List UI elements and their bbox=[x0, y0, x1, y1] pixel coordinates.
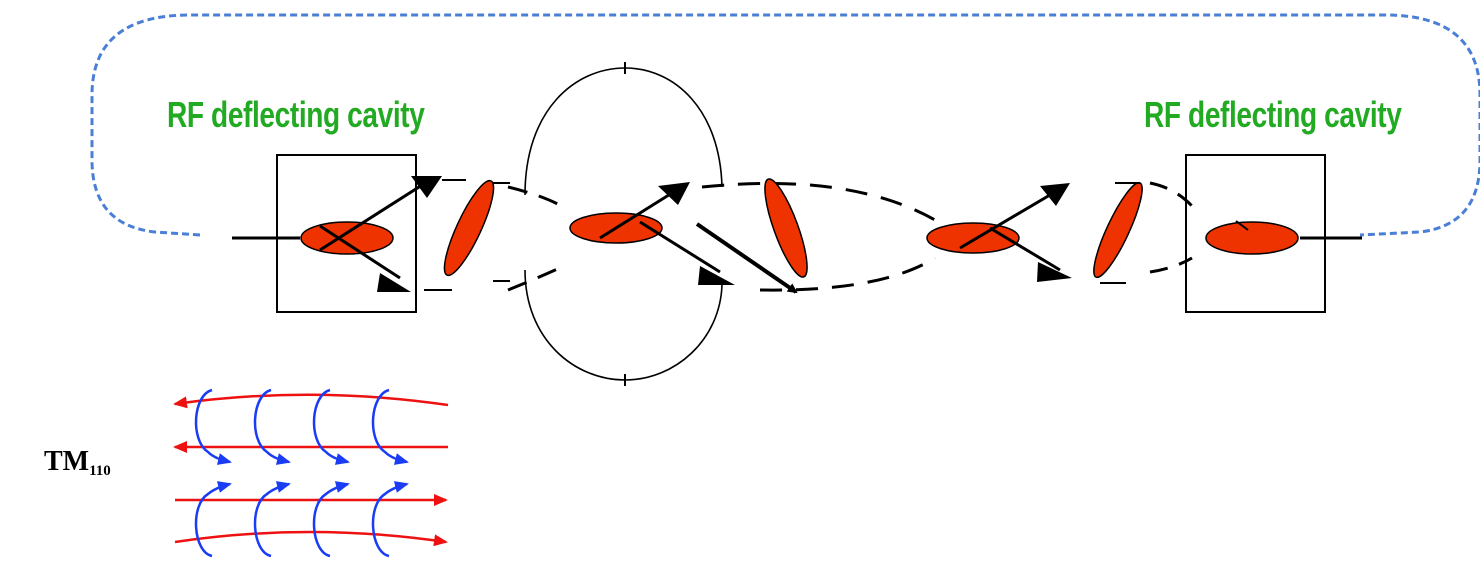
trajectory-lower-right bbox=[759, 256, 936, 292]
kick-arrow-up-5 bbox=[959, 190, 1056, 250]
cavity-box-right bbox=[1185, 154, 1326, 313]
kick-arrowhead-up-1 bbox=[411, 176, 442, 198]
kick-arrow-down-1 bbox=[319, 224, 401, 280]
cavity-label-left: RF deflecting cavity bbox=[167, 94, 425, 135]
field-line-red bbox=[173, 393, 449, 409]
field-loop-blue bbox=[312, 388, 350, 465]
mode-label-subscript: 110 bbox=[89, 463, 111, 479]
kick-arrowhead-down-5 bbox=[1037, 262, 1072, 282]
field-loop-blue bbox=[371, 481, 409, 558]
bunch-tilted-left bbox=[443, 179, 495, 277]
beam-return-loop bbox=[90, 13, 1480, 237]
kick-arrow-up-3 bbox=[599, 186, 681, 240]
kick-arrowhead-up-5 bbox=[1040, 183, 1070, 206]
bunch-cavity-right bbox=[1205, 221, 1299, 255]
kick-arrowhead-down-1 bbox=[377, 273, 411, 292]
kick-arrow-down-5 bbox=[989, 226, 1061, 272]
orbit-lower bbox=[524, 269, 723, 381]
cavity-label-right: RF deflecting cavity bbox=[1144, 94, 1402, 135]
field-loop-blue bbox=[312, 481, 350, 558]
trajectory-upper-right bbox=[701, 181, 936, 222]
cavity-box-left bbox=[276, 154, 417, 313]
kick-arrowhead-up-3 bbox=[658, 182, 690, 205]
tm110-field-pattern bbox=[173, 388, 449, 558]
field-loop-blue bbox=[253, 481, 291, 558]
orbit-upper bbox=[524, 67, 723, 196]
bunch-tilted-right bbox=[764, 178, 808, 278]
bunch-cavity-left bbox=[300, 221, 394, 255]
trajectory-lower-left bbox=[507, 263, 567, 292]
field-line-red bbox=[174, 530, 448, 547]
trajectory-right-upper bbox=[1149, 181, 1194, 208]
field-loop-blue bbox=[371, 388, 409, 465]
trajectory-upper-left bbox=[507, 185, 566, 210]
tick-7 bbox=[1235, 220, 1249, 231]
kick-arrow-down-3 bbox=[639, 220, 721, 274]
trajectory-right-lower bbox=[1149, 256, 1193, 274]
field-loop-blue bbox=[194, 388, 232, 465]
mode-label-main: TM bbox=[44, 446, 90, 477]
mode-label: TM110 bbox=[44, 446, 111, 480]
field-loop-blue bbox=[253, 388, 291, 465]
field-loop-blue bbox=[194, 481, 232, 558]
bunch-tilted-far-right bbox=[1093, 181, 1143, 279]
diagonal-arrow bbox=[695, 222, 798, 294]
kick-arrowhead-down-3 bbox=[698, 266, 735, 285]
